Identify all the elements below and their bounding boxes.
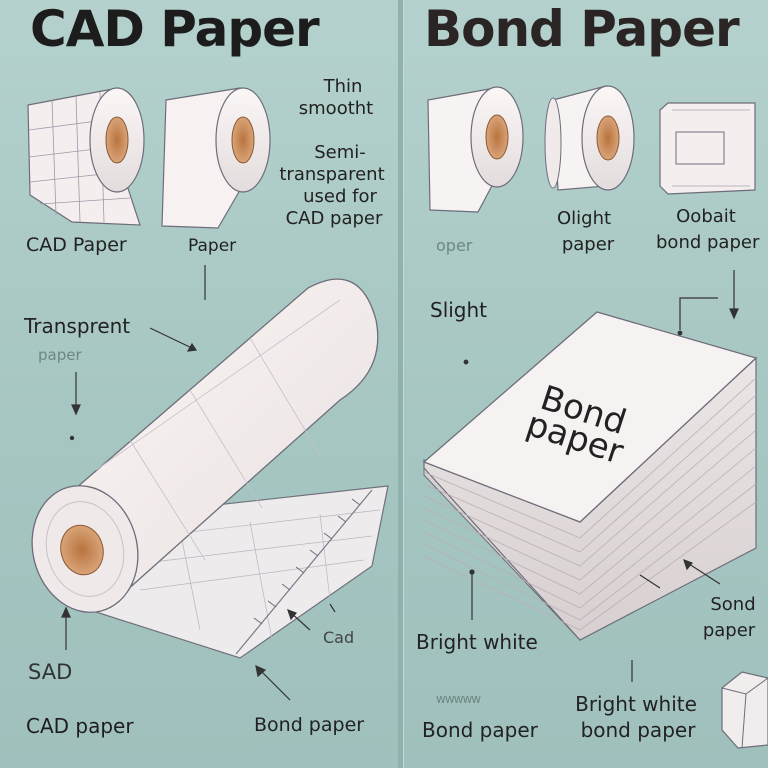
label-faint-text: wwwww	[436, 692, 481, 706]
label-oper: oper	[436, 236, 473, 255]
right-pointers	[463, 270, 739, 682]
note-line-3: Semi-	[314, 142, 366, 163]
bond-cube	[721, 671, 768, 749]
note-line-6: CAD paper	[285, 208, 383, 229]
left-title: CAD Paper	[30, 0, 320, 58]
bond-roll-1	[427, 86, 524, 213]
label-bond-paper-bottom-right: Bond paper	[422, 718, 538, 742]
label-sad: SAD	[28, 660, 73, 684]
label-paper-roll: Paper	[188, 236, 237, 256]
label-transparent-sub: paper	[38, 346, 82, 364]
label-bright-white-bond-1: Bright white	[575, 692, 697, 716]
cad-grid-roll	[27, 87, 145, 226]
note-line-5: used for	[303, 186, 377, 207]
bond-paper-stack	[422, 311, 758, 642]
note-line-1: Thin	[323, 76, 363, 97]
cad-large-roll	[31, 278, 389, 659]
label-oobait-bond-paper: bond paper	[656, 232, 760, 253]
label-cad-paper-bottom: CAD paper	[26, 714, 134, 738]
panel-divider	[398, 0, 403, 768]
label-cad: Cad	[323, 628, 355, 647]
label-bond-paper-bottom-left: Bond paper	[254, 714, 365, 736]
label-sond: Sond	[710, 594, 756, 615]
right-title: Bond Paper	[424, 0, 740, 58]
label-bright-white-bond-2: bond paper	[580, 718, 696, 742]
label-oobait: Oobait	[676, 206, 736, 227]
label-transparent: Transprent	[24, 314, 131, 338]
label-olight-paper: paper	[561, 234, 615, 255]
label-slight: Slight	[430, 298, 488, 322]
cad-plain-roll	[161, 87, 271, 229]
note-line-2: smootht	[298, 98, 374, 119]
label-bright-white: Bright white	[416, 630, 538, 654]
note-line-4: transparent	[279, 164, 385, 185]
bond-roll-2	[544, 85, 635, 191]
bond-roll-3	[659, 102, 756, 195]
label-olight: Olight	[556, 208, 612, 229]
left-pointers	[61, 265, 336, 701]
label-cad-paper-roll: CAD Paper	[26, 234, 127, 256]
label-sond-paper: paper	[702, 620, 756, 641]
